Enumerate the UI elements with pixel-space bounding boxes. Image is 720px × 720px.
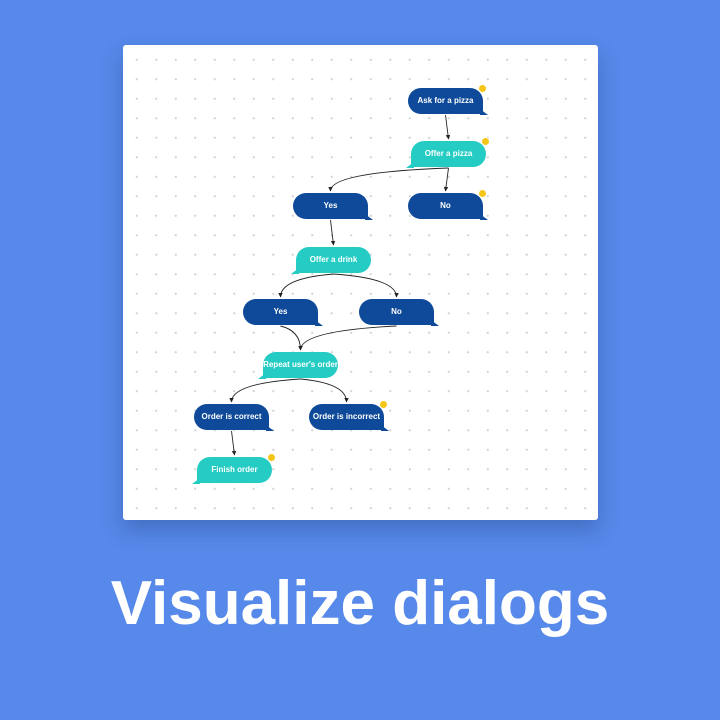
node-label: Order is correct [201,412,262,421]
status-dot [267,453,276,462]
bubble-tail [406,162,414,168]
node-label: Offer a drink [309,255,358,264]
node-label: Offer a pizza [424,149,473,158]
node-label: No [440,201,451,210]
node-offer-a-pizza[interactable]: Offer a pizza [406,137,490,168]
bubble-tail [431,320,439,326]
status-dot [478,189,487,198]
node-offer-a-drink[interactable]: Offer a drink [291,247,371,274]
dialog-canvas[interactable]: Ask for a pizza Offer a pizza Yes No Off… [123,45,598,520]
connector-yes-2-to-repeat-order [280,325,303,351]
node-label: Yes [323,201,338,210]
node-order-is-incorrect[interactable]: Order is incorrect [309,400,389,431]
connector-repeat-order-to-order-correct [229,378,301,403]
node-label: No [391,307,402,316]
bubble-tail [480,109,488,115]
node-repeat-users-order[interactable]: Repeat user's order [258,352,338,379]
connector-offer-pizza-to-yes-1 [328,167,449,192]
connector-offer-drink-to-no-2 [333,273,399,298]
connector-layer [229,114,451,456]
bubble-tail [381,425,389,431]
connector-no-2-to-repeat-order [298,325,397,351]
bubble-tail [315,320,323,326]
connector-repeat-order-to-order-incorrect [300,378,349,403]
bubble-tail [365,214,373,220]
node-yes-pizza[interactable]: Yes [293,193,373,220]
bubble-tail [480,214,488,220]
node-order-is-correct[interactable]: Order is correct [194,404,274,431]
node-label: Finish order [211,465,258,474]
bubble-tail [266,425,274,431]
node-label: Yes [273,307,288,316]
connector-order-correct-to-finish-order [231,430,237,456]
node-no-pizza[interactable]: No [408,189,488,220]
connector-offer-drink-to-yes-2 [278,273,334,298]
page-title: Visualize dialogs [110,569,610,638]
connector-offer-pizza-to-no-1 [443,167,449,192]
bubble-tail [258,373,266,379]
connector-ask-pizza-to-offer-pizza [445,114,451,140]
status-dot [481,137,490,146]
status-dot [379,400,388,409]
connector-yes-1-to-offer-drink [330,219,336,246]
node-label: Ask for a pizza [417,96,474,105]
node-label: Order is incorrect [312,412,381,421]
bubble-tail [192,478,200,484]
bubble-tail [291,268,299,274]
node-label: Repeat user's order [263,360,338,369]
node-yes-drink[interactable]: Yes [243,299,323,326]
node-finish-order[interactable]: Finish order [192,453,276,484]
node-ask-for-a-pizza[interactable]: Ask for a pizza [408,84,488,115]
status-dot [478,84,487,93]
node-no-drink[interactable]: No [359,299,439,326]
